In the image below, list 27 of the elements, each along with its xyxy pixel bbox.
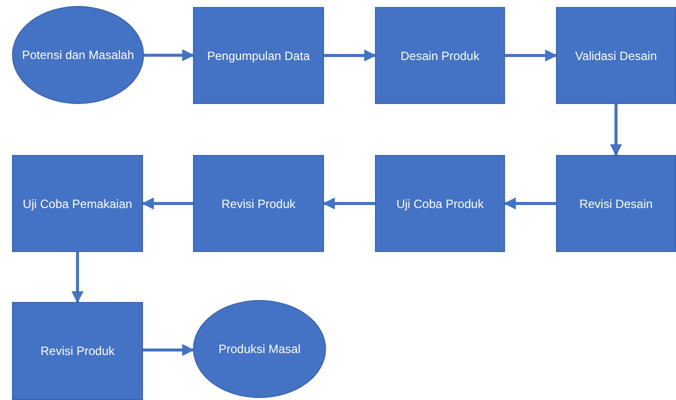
- process-box: [556, 7, 676, 104]
- process-box: [375, 155, 505, 252]
- node-label: Uji Coba Produk: [396, 196, 484, 210]
- process-box: [375, 7, 505, 104]
- node-label: Potensi dan Masalah: [22, 48, 134, 62]
- node-label: Revisi Desain: [579, 196, 653, 210]
- arrow: [322, 198, 375, 210]
- arrow: [144, 49, 194, 62]
- arrow: [142, 198, 193, 210]
- process-box: [556, 155, 676, 252]
- arrow: [143, 344, 194, 356]
- arrow: [505, 50, 558, 62]
- node-label: Validasi Desain: [575, 48, 657, 62]
- arrow: [610, 104, 622, 156]
- arrow: [72, 252, 84, 304]
- process-box: [193, 155, 324, 252]
- process-box: [193, 7, 324, 104]
- node-label: Pengumpulan Data: [207, 48, 310, 62]
- node-label: Revisi Produk: [40, 344, 115, 358]
- node-label: Produksi Masal: [218, 342, 301, 356]
- arrow: [324, 50, 376, 62]
- node-label: Revisi Produk: [221, 196, 296, 210]
- node-label: Uji Coba Pemakaian: [22, 196, 132, 210]
- process-box: [12, 302, 143, 400]
- node-label: Desain Produk: [400, 48, 480, 62]
- process-box: [12, 155, 143, 252]
- arrow: [504, 198, 556, 210]
